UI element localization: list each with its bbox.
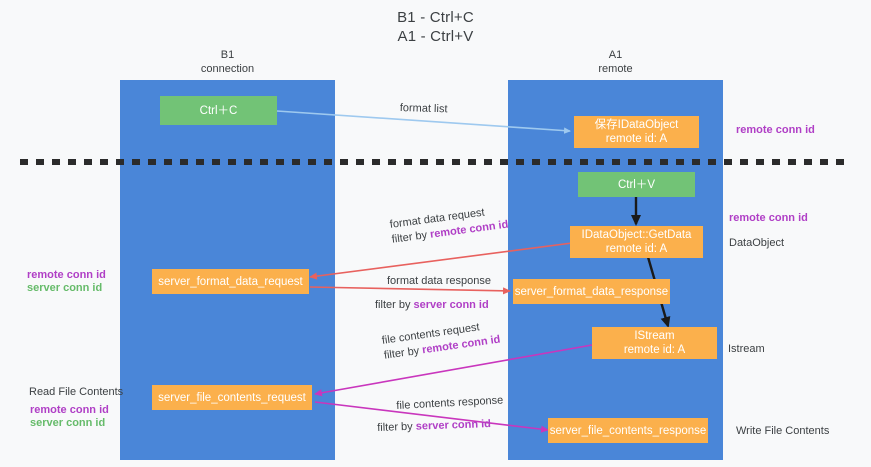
annotation-dataobject: DataObject [729,237,785,249]
annotation-bottom-server-conn-id: server conn id [30,417,106,429]
annotation-left-server-conn-id: server conn id [27,282,103,294]
annotation-istream: Istream [728,343,765,355]
column-header-b1-sub: connection [200,63,255,75]
column-header-a1: A1 remote [508,48,723,76]
edge-label-file-contents-response-filter: filter by server conn id [377,418,492,434]
node-server-file-contents-request[interactable]: server_file_contents_request [152,385,312,410]
column-header-b1-name: B1 [220,49,235,61]
column-header-a1-sub: remote [598,63,633,75]
annotation-write-file-contents: Write File Contents [736,425,830,437]
key-server-conn-id-2: server conn id [415,418,492,433]
annotation-remote-conn-id-mid: remote conn id [729,212,808,224]
node-server-format-data-response[interactable]: server_format_data_response [513,279,670,304]
title-line-2: A1 - Ctrl+V [397,28,474,45]
edge-label-file-contents-request: file contents request filter by remote c… [381,318,501,364]
edge-label-format-data-response-line1: format data response [387,275,491,287]
node-idataobject-getdata[interactable]: IDataObject::GetData remote id: A [570,226,703,258]
page-title: B1 - Ctrl+C A1 - Ctrl+V [0,8,871,46]
edge-label-format-list: format list [399,101,448,116]
node-server-file-contents-response[interactable]: server_file_contents_response [548,418,708,443]
edge-label-file-contents-response: file contents response [396,393,504,414]
edge-label-format-data-request: format data request filter by remote con… [389,203,509,248]
column-header-b1: B1 connection [120,48,335,76]
node-ctrl-c[interactable]: Ctrl＋C [160,96,277,125]
annotation-left-remote-conn-id: remote conn id [27,269,106,281]
edge-label-file-contents-response-line1: file contents response [396,394,504,412]
edge-label-format-data-response-filter: filter by server conn id [375,299,489,311]
key-server-conn-id: server conn id [413,299,489,311]
node-istream[interactable]: IStream remote id: A [592,327,717,359]
node-server-format-data-request[interactable]: server_format_data_request [152,269,309,294]
annotation-bottom-remote-conn-id: remote conn id [30,404,109,416]
annotation-remote-conn-id-top: remote conn id [736,124,815,136]
column-header-a1-name: A1 [608,49,623,61]
annotation-read-file-contents: Read File Contents [29,386,124,398]
node-save-idataobject[interactable]: 保存IDataObject remote id: A [574,116,699,148]
node-ctrl-v[interactable]: Ctrl＋V [578,172,695,197]
title-line-1: B1 - Ctrl+C [397,9,474,26]
edge-label-format-data-response: format data response [387,274,491,289]
